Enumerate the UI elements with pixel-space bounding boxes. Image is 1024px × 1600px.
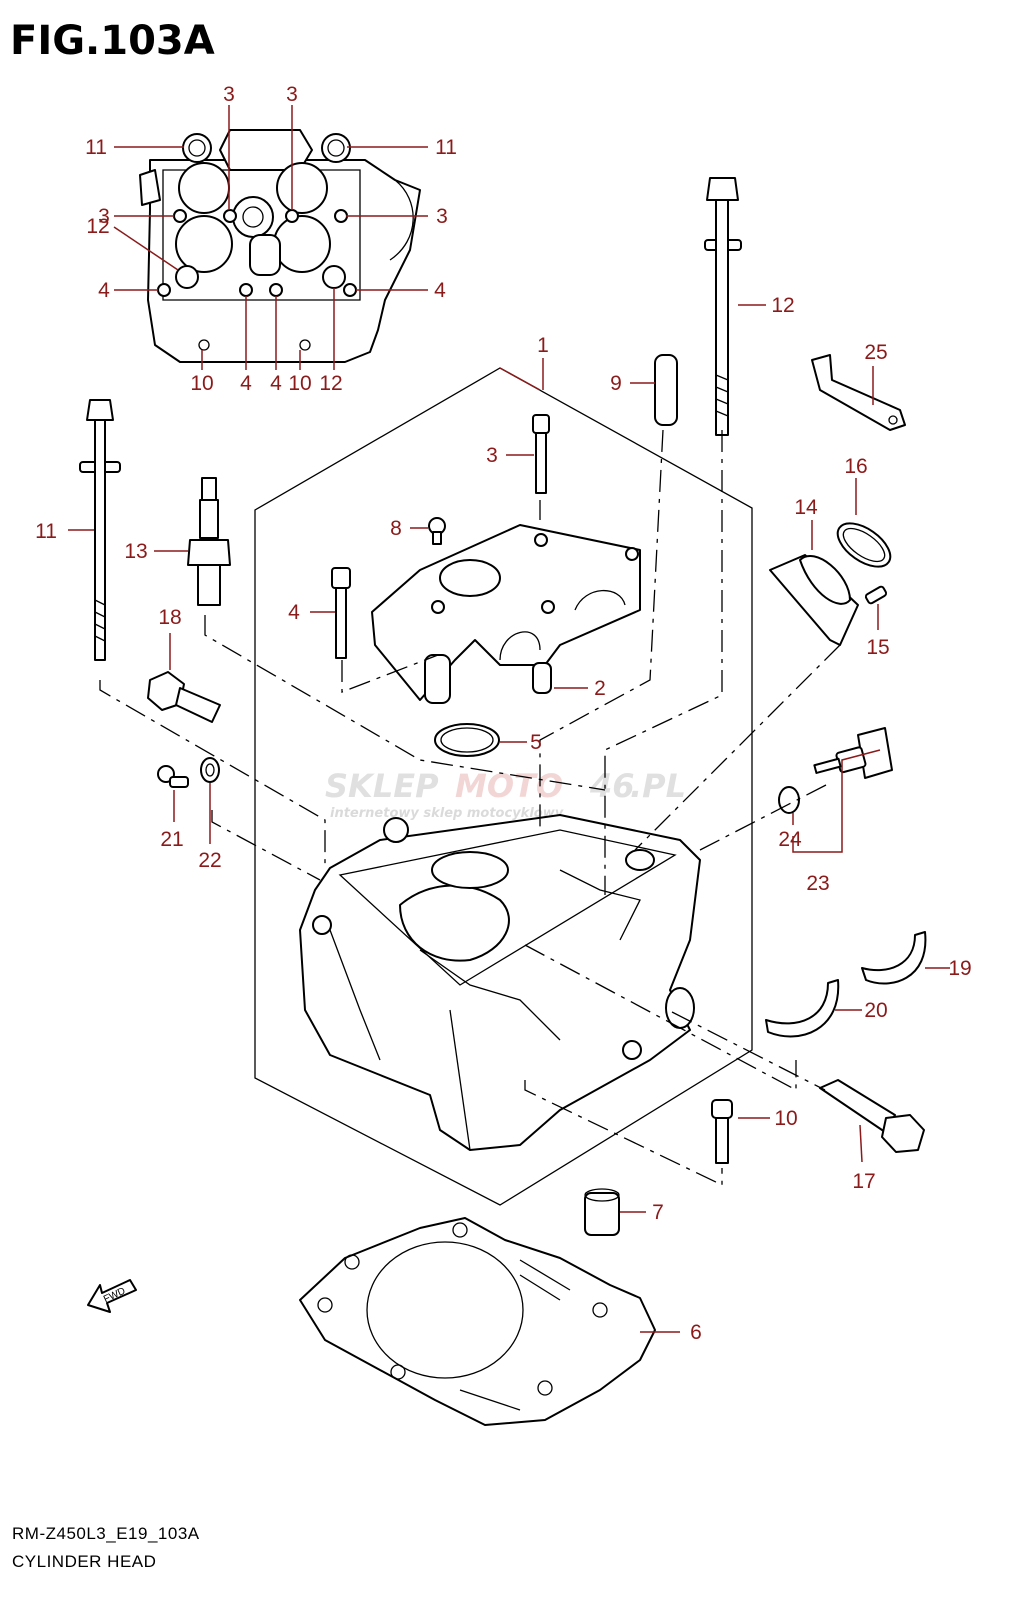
plug-19 xyxy=(861,931,927,985)
bolt-10-lower xyxy=(711,1099,733,1164)
callout-25: 25 xyxy=(864,341,887,364)
head-gasket xyxy=(299,1217,656,1426)
callout-6: 8 xyxy=(390,517,402,540)
callout-3: 3 xyxy=(223,83,235,106)
callout-3: 3 xyxy=(286,83,298,106)
callout-20: 20 xyxy=(864,999,887,1022)
cylinder-head-main xyxy=(299,814,701,1151)
bolt-17 xyxy=(819,1079,925,1153)
gasket-24 xyxy=(778,786,800,814)
callout-4: 4 xyxy=(98,279,110,302)
bolt-4-cam xyxy=(331,567,351,659)
clamp-16 xyxy=(836,522,892,568)
callout-18: 18 xyxy=(158,606,181,629)
cylinder-head-top-view xyxy=(139,129,421,363)
callout-11: 11 xyxy=(35,520,57,543)
screw-15 xyxy=(864,585,888,605)
callout-4: 4 xyxy=(240,372,252,395)
watermark-tagline: internetowy sklep motocyklowy xyxy=(330,806,564,821)
bolt-3-cam xyxy=(532,414,550,494)
dowel-7 xyxy=(654,354,678,426)
callout-1: 1 xyxy=(537,334,549,357)
bracket-25 xyxy=(811,354,906,431)
callout-9: 7 xyxy=(652,1201,664,1224)
temp-sensor-23 xyxy=(813,727,893,779)
figure-title: FIG.103A xyxy=(10,18,215,64)
callout-5: 5 xyxy=(530,731,542,754)
callout-8: 6 xyxy=(690,1321,702,1344)
bolt-18 xyxy=(147,671,221,723)
callout-12: 12 xyxy=(86,215,109,238)
callout-3: 3 xyxy=(436,205,448,228)
bolt-11-long xyxy=(79,399,121,661)
callout-24: 24 xyxy=(778,828,802,851)
callout-16: 16 xyxy=(844,455,867,478)
callout-21: 21 xyxy=(160,828,183,851)
camshaft-holder xyxy=(371,524,641,704)
callout-4: 4 xyxy=(434,279,446,302)
watermark: SKLEP MOTO 46 .PL internetowy sklep moto… xyxy=(325,767,686,821)
bolt-6 xyxy=(428,517,446,545)
bolt-21 xyxy=(157,765,189,788)
dowel-9 xyxy=(584,1188,620,1236)
bolt-12-long xyxy=(704,177,742,436)
callout-3: 3 xyxy=(486,444,498,467)
callout-7: 9 xyxy=(610,372,622,395)
watermark-brand-d: .PL xyxy=(630,767,686,805)
callout-leaders xyxy=(68,105,950,1333)
callout-2: 2 xyxy=(594,677,606,700)
callout-22: 22 xyxy=(198,849,221,872)
callout-4: 4 xyxy=(288,601,300,624)
callout-14: 14 xyxy=(794,496,818,519)
fwd-label: FWD xyxy=(102,1286,127,1306)
callout-13: 13 xyxy=(124,540,147,563)
intake-pipe-14 xyxy=(769,554,859,646)
callout-17: 17 xyxy=(852,1170,875,1193)
callout-10: 10 xyxy=(774,1107,797,1130)
model-code: RM-Z450L3_E19_103A xyxy=(12,1524,200,1543)
watermark-brand-b: MOTO xyxy=(455,767,563,805)
callout-3: 3 xyxy=(98,205,110,228)
callout-10: 10 xyxy=(288,372,311,395)
forward-direction-arrow: FWD xyxy=(87,1279,137,1313)
watermark-brand-c: 46 xyxy=(589,767,635,805)
callout-15: 15 xyxy=(866,636,889,659)
callout-11: 11 xyxy=(85,136,107,159)
callout-12: 12 xyxy=(771,294,794,317)
callout-12: 12 xyxy=(319,372,342,395)
callout-23: 23 xyxy=(806,872,829,895)
figure-caption: CYLINDER HEAD xyxy=(12,1552,157,1571)
callout-19: 19 xyxy=(948,957,971,980)
watermark-brand-a: SKLEP xyxy=(325,767,439,805)
o-ring-5 xyxy=(434,723,500,757)
alignment-lines xyxy=(99,429,841,1187)
washer-22 xyxy=(200,757,220,783)
callout-numbers: 3 3 11 11 3 3 12 4 4 10 4 4 10 12 1 9 12… xyxy=(35,83,972,1344)
callout-11: 11 xyxy=(435,136,457,159)
spark-plug xyxy=(187,477,231,606)
callout-4: 4 xyxy=(270,372,282,395)
plug-20 xyxy=(765,979,840,1038)
callout-10: 10 xyxy=(190,372,213,395)
